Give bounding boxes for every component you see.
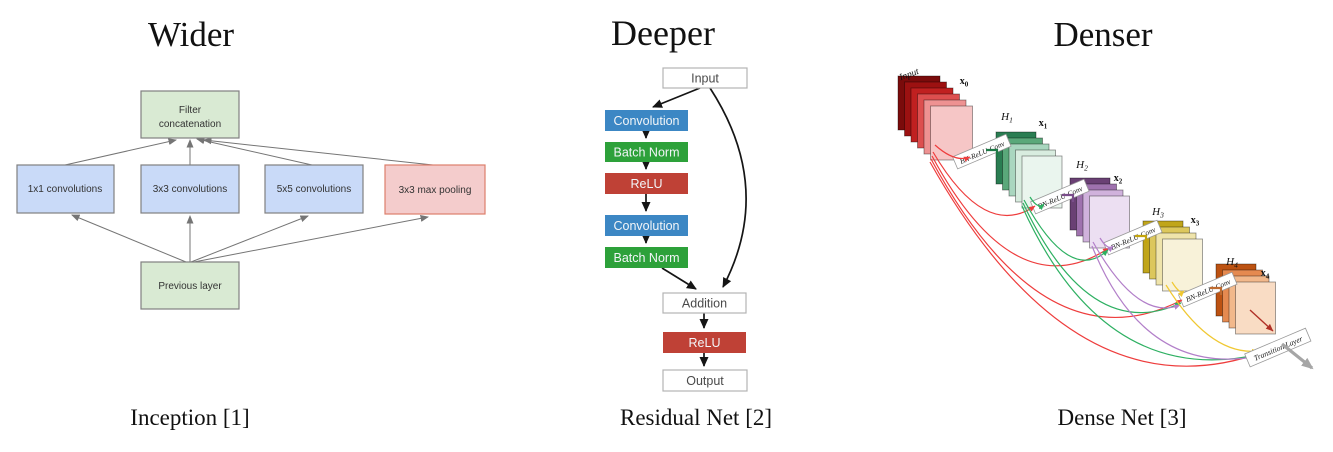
curve-x1-to-h3 — [1023, 199, 1109, 261]
label-filter: Filter — [179, 105, 202, 116]
arrow-5x5-to-concat — [196, 137, 313, 166]
box-relu-2 — [663, 332, 746, 353]
densenet-curves — [929, 144, 1264, 367]
arrow-prev-to-1x1 — [71, 214, 187, 263]
caption-residual-net: Residual Net [2] — [619, 405, 773, 430]
label-5x5-convolutions: 5x5 convolutions — [277, 184, 352, 195]
box-input — [662, 67, 748, 89]
h1-label: H1 — [1000, 111, 1013, 125]
box-1x1-convolutions — [16, 164, 115, 214]
x3-layer — [1162, 238, 1203, 292]
transition-output-arrow — [1281, 342, 1314, 370]
panel-title-deeper: Deeper — [611, 13, 715, 53]
label-concatenation: concatenation — [159, 119, 221, 130]
x4-label: x4 — [1261, 268, 1270, 281]
label-convolution-1: Convolution — [613, 114, 679, 128]
curve-x0-to-h4 — [930, 158, 1183, 318]
arrow-bn2-to-addition — [661, 267, 697, 290]
arrow-input-to-conv — [652, 87, 701, 108]
label-3x3-max-pooling: 3x3 max pooling — [399, 185, 472, 196]
panel-title-denser: Denser — [1053, 15, 1153, 54]
arrow-pool-to-concat — [203, 137, 434, 166]
curve-x2-to-h4 — [1092, 241, 1181, 310]
x2-label: x2 — [1114, 173, 1123, 186]
label-addition: Addition — [682, 297, 727, 311]
curve-x1-to-h2 — [1029, 196, 1045, 211]
resnet-arrows — [641, 87, 747, 367]
arrow-1x1-to-concat — [64, 138, 177, 166]
curve-x3-to-transition — [1165, 284, 1259, 355]
label-convolution-2: Convolution — [613, 219, 679, 233]
panel-title-wider: Wider — [147, 15, 235, 54]
curve-x0-to-transition — [929, 161, 1264, 367]
caption-dense-net: Dense Net [3] — [1057, 405, 1187, 430]
arrow-prev-to-pool — [193, 214, 429, 263]
hook-h3-to-x3 — [1135, 234, 1148, 243]
box-3x3-max-pooling — [384, 164, 486, 215]
inception-arrows-up — [64, 137, 434, 166]
box-addition — [662, 292, 747, 314]
curve-x2-to-h3 — [1099, 237, 1114, 253]
label-input: Input — [691, 72, 719, 86]
arrow-x4-to-transition — [1249, 309, 1274, 332]
label-output: Output — [686, 374, 724, 388]
x1-label: x1 — [1039, 118, 1048, 131]
curve-x3-to-h4 — [1171, 281, 1185, 298]
box-previous-layer — [140, 261, 240, 310]
x3-label: x3 — [1191, 215, 1200, 228]
inception-arrows-from-previous — [71, 214, 429, 263]
label-3x3-convolutions: 3x3 convolutions — [153, 184, 228, 195]
caption-inception: Inception [1] — [130, 405, 250, 430]
curve-x2-to-transition — [1091, 245, 1260, 360]
label-relu-2: ReLU — [689, 336, 721, 350]
box-3x3-convolutions — [140, 164, 240, 214]
box-5x5-convolutions — [264, 164, 364, 214]
box-filter-concatenation — [140, 90, 240, 139]
x4-layer — [1235, 281, 1276, 335]
resnet-diagram: Input Convolution Batch Norm ReLU Convol… — [605, 67, 748, 392]
curve-x1-to-h4 — [1022, 202, 1182, 314]
h2-label: H2 — [1075, 159, 1088, 173]
h3-label: H3 — [1151, 206, 1164, 220]
box-convolution-1 — [605, 110, 688, 131]
hook-h4-to-x4 — [1210, 286, 1223, 295]
inception-diagram: Filter concatenation 1x1 convolutions 3x… — [16, 90, 486, 310]
box-relu-1 — [605, 173, 688, 194]
x0-label: x0 — [960, 76, 969, 89]
label-batch-norm-1: Batch Norm — [614, 146, 680, 160]
hook-h1-to-x1 — [986, 148, 999, 157]
banner-transition-box — [1244, 327, 1312, 368]
label-relu-1: ReLU — [631, 177, 663, 191]
box-batch-norm-2 — [605, 247, 688, 268]
curve-x0-to-h2 — [932, 151, 1036, 216]
box-batch-norm-1 — [605, 142, 688, 162]
densenet-stack-x0 — [897, 75, 973, 161]
label-previous-layer: Previous layer — [158, 281, 222, 292]
hook-h2-to-x2 — [1062, 193, 1075, 202]
label-batch-norm-2: Batch Norm — [614, 251, 680, 265]
label-1x1-convolutions: 1x1 convolutions — [28, 184, 103, 195]
curve-x0-to-h1 — [934, 144, 971, 162]
skip-connection-arrow — [709, 87, 747, 288]
h4-label: H4 — [1225, 256, 1238, 270]
box-output — [662, 369, 748, 392]
box-convolution-2 — [605, 215, 688, 236]
arrow-prev-to-5x5 — [190, 215, 309, 263]
densenet-diagram: BN-ReLU-Conv BN-ReLU-Conv BN-ReLU-Conv B… — [897, 67, 1314, 370]
densenet-stack-x1 — [995, 131, 1063, 209]
